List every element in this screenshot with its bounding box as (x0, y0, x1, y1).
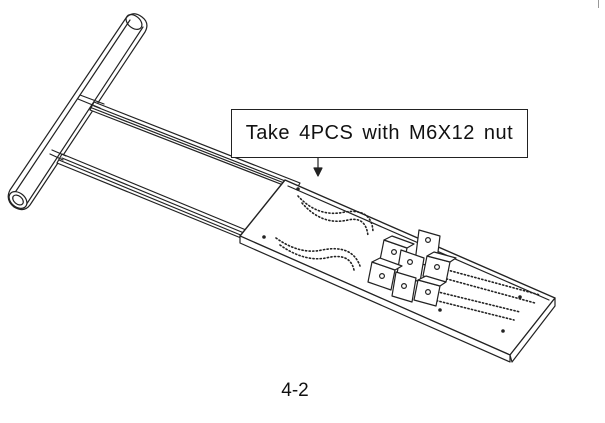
instruction-text: Take 4PCS with M6X12 nut (245, 122, 514, 144)
lower-rail (49, 149, 247, 239)
figure-number: 4-2 (281, 380, 309, 401)
instruction-callout: Take 4PCS with M6X12 nut (231, 109, 528, 158)
plate-dotted-pattern (275, 195, 541, 321)
mounting-brackets (367, 229, 457, 307)
page-edge-mark (598, 0, 599, 8)
t-handle-tube (7, 13, 148, 211)
callout-leader (313, 157, 323, 177)
